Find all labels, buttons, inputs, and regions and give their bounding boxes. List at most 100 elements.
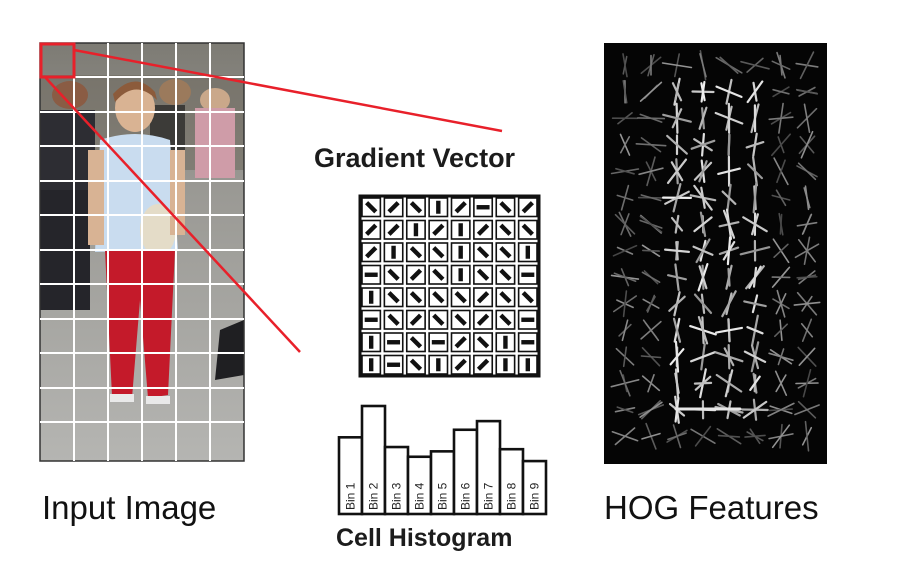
gradient-orientation-bar [436, 358, 441, 372]
hog-gradient-stroke [750, 213, 760, 236]
gradient-orientation-bar [476, 291, 490, 304]
gradient-orientation-bar [499, 246, 512, 259]
input-image [39, 42, 245, 462]
hog-gradient-stroke [615, 167, 635, 175]
hog-gradient-stroke [693, 184, 713, 211]
gradient-orientation-bar [476, 246, 490, 259]
hog-gradient-stroke [742, 400, 768, 419]
hog-gradient-stroke [771, 60, 791, 70]
gradient-orientation-bar [387, 313, 400, 326]
hog-gradient-stroke [777, 348, 785, 366]
hog-gradient-stroke [794, 243, 820, 259]
gradient-orientation-bar [368, 335, 374, 349]
gradient-vector-grid [358, 194, 541, 378]
hog-gradient-stroke [727, 133, 731, 157]
gradient-orientation-bar [409, 313, 423, 326]
gradient-orientation-bar [476, 223, 490, 236]
hog-gradient-stroke [663, 248, 691, 253]
hog-gradient-stroke [800, 130, 814, 159]
gradient-orientation-bar [521, 272, 535, 277]
hog-gradient-stroke [689, 351, 717, 363]
hog-gradient-stroke [776, 289, 786, 318]
hog-gradient-stroke [638, 167, 664, 176]
hog-gradient-stroke [670, 216, 684, 232]
hog-gradient-stroke [752, 182, 758, 214]
histogram-bin-label: Bin 5 [436, 482, 450, 510]
hog-gradient-stroke [748, 265, 762, 289]
hog-gradient-stroke [773, 323, 789, 338]
histogram-bar [521, 459, 548, 516]
hog-gradient-stroke [795, 88, 819, 95]
gradient-orientation-bar [521, 223, 534, 236]
gradient-orientation-bar [454, 358, 467, 371]
gradient-orientation-bar [365, 201, 378, 214]
hog-gradient-stroke [775, 189, 787, 207]
hog-gradient-stroke [803, 103, 811, 133]
gradient-orientation-bar [365, 246, 378, 259]
gradient-orientation-bar [499, 201, 512, 214]
hog-gradient-stroke [773, 243, 789, 259]
gradient-orientation-bar [454, 291, 467, 304]
hog-gradient-stroke [774, 370, 788, 397]
hog-gradient-stroke [749, 375, 761, 391]
hog-gradient-stroke [804, 185, 810, 211]
hog-gradient-stroke [662, 113, 692, 123]
gradient-orientation-bar [521, 201, 534, 214]
gradient-orientation-bar [521, 291, 534, 304]
histogram-bin-label: Bin 3 [390, 482, 404, 510]
hog-gradient-stroke [721, 290, 737, 318]
gradient-orientation-bar [499, 291, 512, 304]
gradient-orientation-bar [458, 268, 463, 282]
hog-gradient-stroke [779, 213, 783, 235]
hog-gradient-stroke [740, 60, 770, 70]
hog-gradient-stroke [700, 82, 706, 102]
hog-gradient-stroke [804, 420, 810, 452]
hog-gradient-stroke [770, 133, 792, 157]
hog-gradient-stroke [743, 300, 767, 308]
gradient-orientation-bar [432, 223, 445, 236]
gradient-orientation-bar [409, 358, 423, 371]
hog-gradient-stroke [668, 295, 686, 312]
hog-gradient-stroke [639, 81, 663, 102]
gradient-orientation-bar [499, 268, 512, 281]
hog-gradient-stroke [612, 244, 638, 257]
hog-gradient-stroke [721, 190, 737, 205]
gradient-orientation-bar [476, 205, 490, 210]
histogram-bin-label: Bin 7 [482, 482, 496, 510]
hog-gradient-stroke [666, 274, 688, 281]
hog-gradient-stroke [771, 424, 791, 449]
hog-gradient-stroke [798, 347, 816, 367]
hog-gradient-stroke [717, 167, 741, 175]
histogram-bin-label: Bin 4 [413, 482, 427, 510]
hog-gradient-stroke [739, 246, 771, 256]
hog-gradient-stroke [621, 319, 629, 342]
hog-gradient-stroke [667, 432, 687, 441]
hog-gradient-stroke [746, 80, 764, 104]
gradient-orientation-bar [432, 246, 445, 259]
hog-gradient-stroke [693, 381, 713, 385]
gradient-orientation-bar [364, 272, 378, 277]
hog-gradient-stroke [699, 52, 707, 78]
hog-gradient-stroke [776, 159, 786, 184]
hog-gradient-stroke [622, 290, 628, 318]
hog-gradient-stroke [616, 194, 634, 201]
gradient-orientation-bar [454, 336, 467, 349]
hog-gradient-stroke [693, 216, 713, 233]
gradient-orientation-bar [525, 358, 531, 372]
histogram-bin-label: Bin 9 [528, 482, 542, 510]
zoom-callout-lines [43, 48, 503, 353]
hog-gradient-stroke [698, 106, 708, 130]
hog-gradient-stroke [622, 53, 628, 78]
gradient-vector-title: Gradient Vector [314, 143, 516, 173]
hog-gradient-stroke [768, 116, 794, 121]
hog-gradient-stroke [670, 161, 684, 182]
hog-gradient-stroke [717, 434, 741, 438]
hog-gradient-stroke [801, 213, 813, 235]
hog-gradient-stroke [749, 428, 761, 445]
hog-gradient-stroke [640, 194, 662, 202]
hog-gradient-stroke [640, 355, 662, 359]
hog-gradient-stroke [698, 160, 708, 183]
gradient-orientation-bar [387, 340, 401, 345]
hog-gradient-stroke [622, 80, 628, 104]
